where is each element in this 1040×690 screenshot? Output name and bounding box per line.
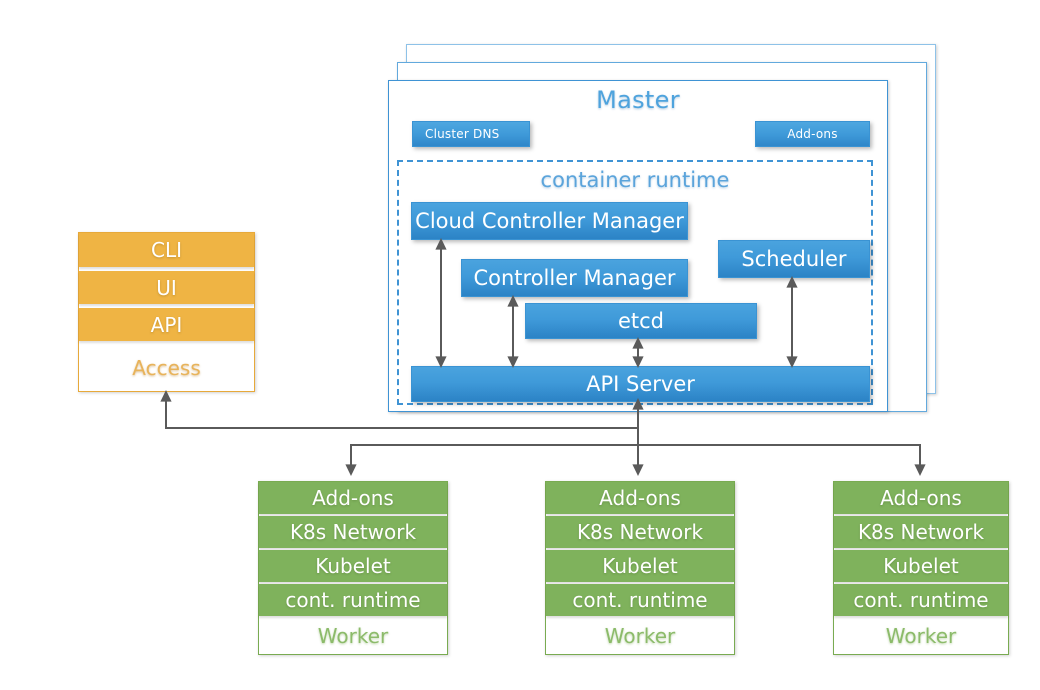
worker-2-row-kubelet[interactable]: Kubelet [546,550,734,582]
access-row-ui[interactable]: UI [79,271,254,304]
worker-3-row-kubelet[interactable]: Kubelet [834,550,1008,582]
worker-2-row-cont-runtime[interactable]: cont. runtime [546,584,734,616]
worker-2-row-k8s-network[interactable]: K8s Network [546,516,734,548]
access-row-api[interactable]: API [79,308,254,341]
component-scheduler[interactable]: Scheduler [718,240,870,278]
chip-add-ons[interactable]: Add-ons [755,121,870,147]
worker-1-row-k8s-network[interactable]: K8s Network [259,516,447,548]
access-row-cli[interactable]: CLI [79,233,254,267]
worker-3-row-add-ons[interactable]: Add-ons [834,482,1008,514]
component-controller-manager[interactable]: Controller Manager [461,259,688,297]
worker-1-row-kubelet[interactable]: Kubelet [259,550,447,582]
component-api-server[interactable]: API Server [411,366,870,402]
worker-3-label: Worker [885,624,957,648]
worker-1-row-cont-runtime[interactable]: cont. runtime [259,584,447,616]
worker-2-label: Worker [604,624,676,648]
worker-1-label: Worker [317,624,389,648]
chip-cluster-dns[interactable]: Cluster DNS [412,121,530,147]
connector-api-server-to-worker-1 [345,444,638,476]
master-title: Master [596,86,680,114]
component-etcd[interactable]: etcd [525,303,757,339]
worker-3-row-cont-runtime[interactable]: cont. runtime [834,584,1008,616]
component-cloud-controller-manager[interactable]: Cloud Controller Manager [411,202,688,240]
access-panel-label: Access [132,355,201,380]
worker-3-row-k8s-network[interactable]: K8s Network [834,516,1008,548]
worker-1-row-add-ons[interactable]: Add-ons [259,482,447,514]
container-runtime-title: container runtime [540,168,730,192]
connector-api-server-to-worker-3 [638,444,926,476]
worker-2-row-add-ons[interactable]: Add-ons [546,482,734,514]
